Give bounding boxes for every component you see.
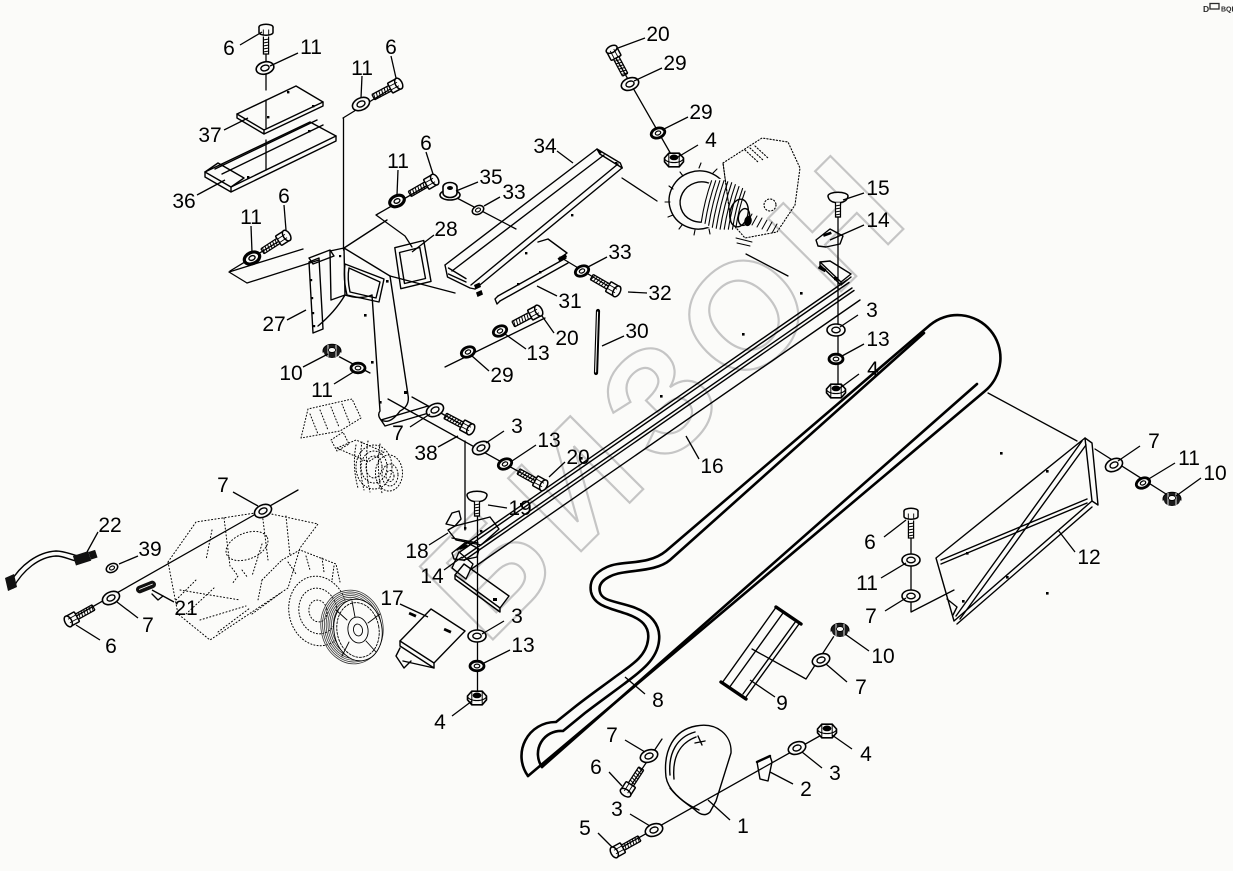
svg-text:20: 20 xyxy=(566,446,589,469)
svg-text:11: 11 xyxy=(856,572,878,595)
svg-text:7: 7 xyxy=(142,614,154,637)
svg-text:6: 6 xyxy=(223,37,235,60)
svg-text:33: 33 xyxy=(502,181,525,204)
svg-text:BQB: BQB xyxy=(1221,7,1233,14)
svg-text:10: 10 xyxy=(279,362,302,385)
svg-text:29: 29 xyxy=(490,364,513,387)
svg-text:6: 6 xyxy=(864,531,876,554)
svg-text:3: 3 xyxy=(866,299,878,322)
svg-text:6: 6 xyxy=(420,132,432,155)
svg-text:11: 11 xyxy=(311,379,333,402)
svg-text:10: 10 xyxy=(1203,462,1226,485)
svg-text:3: 3 xyxy=(829,762,841,785)
svg-text:6: 6 xyxy=(105,635,117,658)
svg-text:7: 7 xyxy=(217,474,229,497)
svg-text:34: 34 xyxy=(533,135,557,158)
svg-text:17: 17 xyxy=(380,587,403,610)
svg-text:28: 28 xyxy=(434,218,457,241)
svg-text:36: 36 xyxy=(172,190,195,213)
svg-text:7: 7 xyxy=(855,676,867,699)
svg-text:3: 3 xyxy=(611,798,623,821)
svg-text:7: 7 xyxy=(392,422,404,445)
svg-text:6: 6 xyxy=(278,185,290,208)
svg-text:37: 37 xyxy=(198,124,221,147)
svg-text:9: 9 xyxy=(776,692,788,715)
svg-text:7: 7 xyxy=(606,724,618,747)
svg-text:4: 4 xyxy=(860,743,872,766)
svg-text:39: 39 xyxy=(138,538,161,561)
svg-text:6: 6 xyxy=(590,756,602,779)
svg-text:14: 14 xyxy=(420,565,444,588)
svg-text:20: 20 xyxy=(555,327,578,350)
svg-text:11: 11 xyxy=(240,206,262,229)
svg-text:7: 7 xyxy=(1148,430,1160,453)
svg-text:14: 14 xyxy=(866,209,890,232)
svg-text:12: 12 xyxy=(1077,546,1100,569)
svg-text:11: 11 xyxy=(387,150,409,173)
svg-text:3: 3 xyxy=(511,415,523,438)
svg-text:4: 4 xyxy=(867,358,879,381)
svg-text:15: 15 xyxy=(866,177,889,200)
svg-text:11: 11 xyxy=(1178,447,1200,470)
svg-text:6: 6 xyxy=(385,36,397,59)
svg-text:35: 35 xyxy=(479,166,502,189)
svg-text:20: 20 xyxy=(646,23,669,46)
svg-text:13: 13 xyxy=(526,342,549,365)
svg-text:16: 16 xyxy=(700,455,723,478)
svg-text:4: 4 xyxy=(705,129,717,152)
svg-text:22: 22 xyxy=(98,514,121,537)
svg-text:4: 4 xyxy=(434,711,446,734)
svg-text:13: 13 xyxy=(866,328,889,351)
svg-text:1: 1 xyxy=(737,815,749,838)
svg-text:D: D xyxy=(1203,4,1209,14)
svg-text:13: 13 xyxy=(511,634,534,657)
svg-text:21: 21 xyxy=(174,597,197,620)
svg-text:5: 5 xyxy=(579,817,591,840)
svg-text:10: 10 xyxy=(871,645,894,668)
svg-text:2: 2 xyxy=(800,778,812,801)
svg-text:11: 11 xyxy=(300,36,322,59)
svg-text:7: 7 xyxy=(865,605,877,628)
svg-text:32: 32 xyxy=(648,282,671,305)
svg-text:31: 31 xyxy=(558,290,581,313)
svg-text:19: 19 xyxy=(508,497,531,520)
svg-text:33: 33 xyxy=(608,241,631,264)
svg-text:38: 38 xyxy=(414,442,437,465)
svg-text:11: 11 xyxy=(351,57,373,80)
svg-text:13: 13 xyxy=(537,429,560,452)
svg-text:29: 29 xyxy=(663,52,686,75)
svg-text:8: 8 xyxy=(652,689,664,712)
svg-text:30: 30 xyxy=(625,320,648,343)
svg-text:3: 3 xyxy=(511,605,523,628)
svg-text:27: 27 xyxy=(262,313,285,336)
svg-text:29: 29 xyxy=(689,101,712,124)
svg-text:18: 18 xyxy=(405,540,428,563)
